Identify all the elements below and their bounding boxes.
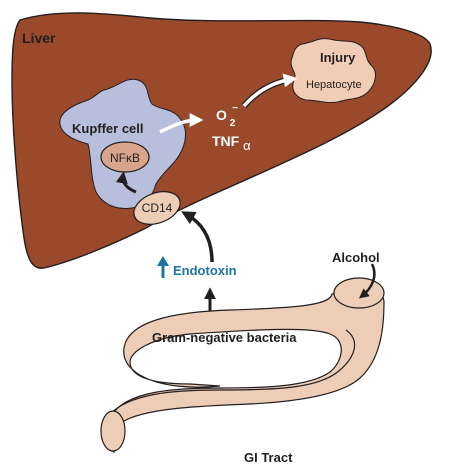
alcohol-label: Alcohol	[332, 250, 380, 265]
cd14-label: CD14	[142, 201, 173, 215]
hepatocyte-shape	[290, 38, 376, 104]
alcohol-arrow	[358, 263, 376, 299]
tnf-base: TNF	[212, 133, 240, 149]
gi-tract-body	[108, 287, 385, 454]
kupffer-to-mediators-arrow	[159, 113, 204, 134]
superoxide-label: O 2 −	[216, 103, 239, 129]
tnf-sub: α	[243, 138, 251, 153]
nfkb-label: NFκB	[110, 151, 140, 165]
cd14-to-nfkb-arrow	[115, 171, 137, 194]
gi-tract-label: GI Tract	[244, 450, 293, 465]
gi-tract-end	[100, 410, 126, 452]
superoxide-base: O	[216, 107, 227, 123]
bacteria-label: Gram-negative bacteria	[152, 330, 297, 345]
endotoxin-label: Endotoxin	[173, 263, 237, 278]
gi-tract-lower-loop	[109, 329, 356, 415]
cd14-oval	[133, 191, 181, 225]
gi-tract-opening	[333, 277, 385, 309]
liver-label: Liver	[22, 30, 56, 46]
kupffer-cell-label: Kupffer cell	[72, 121, 144, 136]
injury-label: Injury	[320, 50, 356, 65]
hepatocyte-label: Hepatocyte	[306, 79, 362, 91]
mediators-to-hepatocyte-arrow-inner	[242, 73, 298, 108]
gi-tract-shape	[100, 277, 385, 454]
endotoxin-to-cd14-arrow	[181, 211, 214, 263]
tnf-label: TNF α	[212, 133, 251, 153]
superoxide-sup: −	[232, 103, 238, 114]
up-arrow-icon	[157, 256, 169, 278]
superoxide-sub: 2	[230, 118, 236, 129]
